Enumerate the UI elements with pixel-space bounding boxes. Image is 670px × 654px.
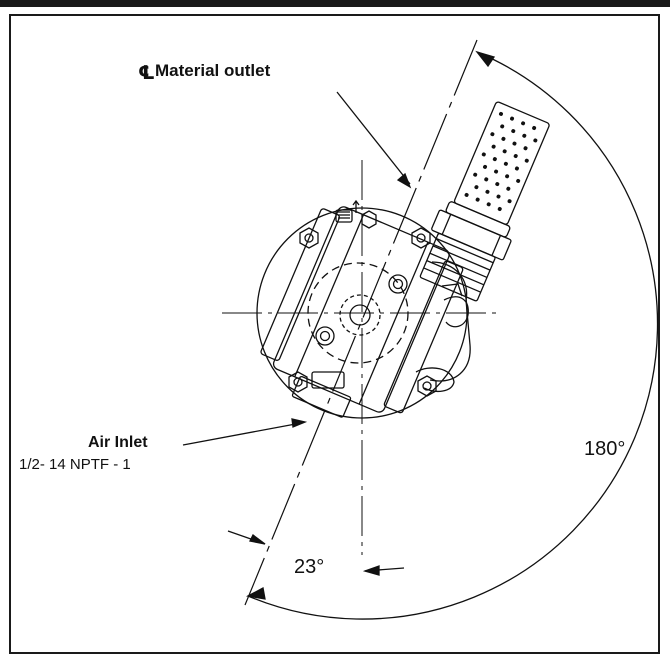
vent-fitting <box>335 199 360 223</box>
arrowhead-180-top <box>475 50 496 68</box>
muffler-assembly <box>419 101 550 302</box>
plug-upper <box>388 274 408 294</box>
material-outlet-label: Material outlet <box>155 61 271 80</box>
bolt-hex-bottomleft <box>288 371 308 393</box>
centerline-symbol: ℄ <box>138 63 156 84</box>
arrowhead-180-bottom <box>246 587 266 600</box>
air-inlet-leader <box>182 422 302 446</box>
outlet-centerline <box>244 39 478 606</box>
center-circle <box>349 304 371 326</box>
bolt-hex-top <box>361 210 377 229</box>
angle-23-label: 23° <box>294 556 325 578</box>
material-outlet-leader <box>336 91 411 185</box>
top-rule <box>0 0 670 7</box>
air-inlet-arrow <box>291 418 308 428</box>
air-inlet-port <box>311 371 345 389</box>
center-dashed-circle-small <box>339 294 381 336</box>
angle-180-arc <box>247 51 659 620</box>
air-inlet-spec: 1/2- 14 NPTF - 1 <box>19 456 131 473</box>
side-manifold <box>429 261 471 382</box>
bolt-hex-topleft <box>299 227 319 249</box>
angle-180-label: 180° <box>584 438 626 460</box>
material-outlet-arrow <box>396 172 412 189</box>
pump-housing <box>260 206 464 418</box>
bolt-hex-topright <box>411 227 431 249</box>
plug-lower <box>315 326 335 346</box>
muffler-perforations <box>464 111 538 211</box>
inner-dashed-circle <box>307 262 409 364</box>
air-inlet-label: Air Inlet <box>88 434 148 451</box>
bolt-hex-bottomright <box>417 375 437 397</box>
